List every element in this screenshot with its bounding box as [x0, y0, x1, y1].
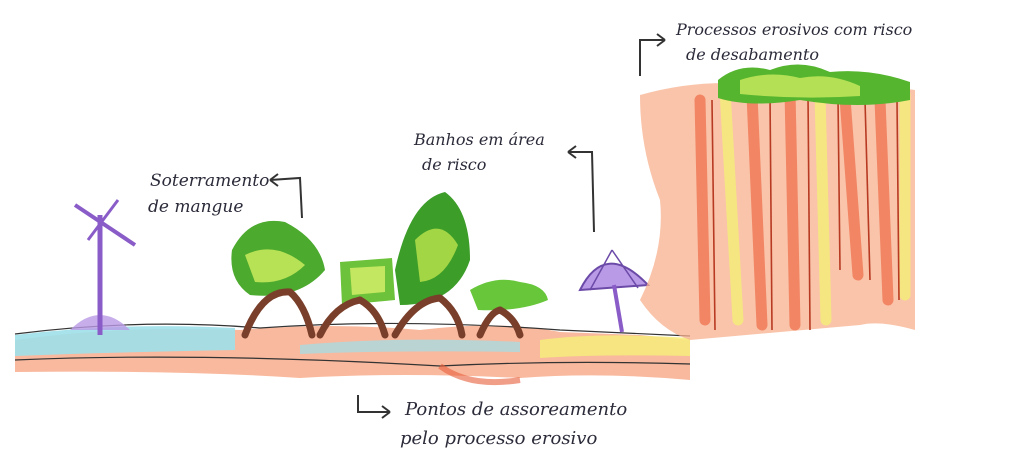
- erosive-label-line1: Processos erosivos com risco: [675, 20, 912, 39]
- beach-risk-label-line1: Banhos em área: [413, 130, 545, 149]
- silting-label-line2: pelo processo erosivo: [400, 428, 597, 449]
- mangrove-label-line2: de mangue: [148, 197, 243, 217]
- mangrove-label-line1: Soterramento: [150, 171, 269, 191]
- shoreline-ground: [15, 323, 690, 382]
- mangrove-trees: [231, 192, 548, 335]
- beach-risk-label-line2: de risco: [422, 155, 486, 174]
- silting-label-line1: Pontos de assoreamento: [404, 399, 627, 420]
- beach-umbrella-icon: [580, 250, 648, 332]
- erosive-label-line2: de desabamento: [686, 45, 819, 64]
- windmill-icon: [70, 200, 135, 335]
- eroding-cliff: [640, 64, 915, 340]
